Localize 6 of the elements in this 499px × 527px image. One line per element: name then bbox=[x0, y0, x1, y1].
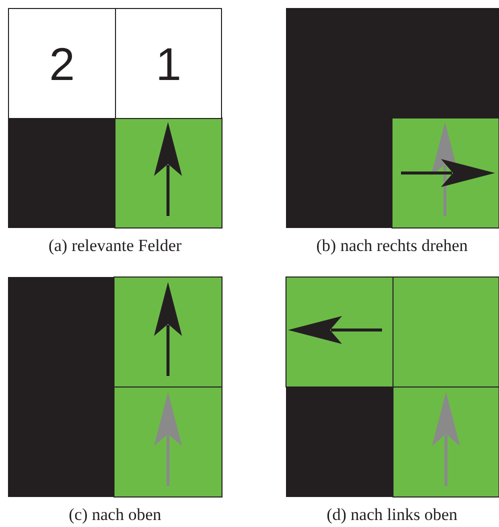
subfigure-caption: (c) nach oben bbox=[68, 505, 162, 525]
subfigure-caption: (b) nach rechts drehen bbox=[316, 236, 468, 256]
subfigure-caption: (d) nach links oben bbox=[326, 505, 458, 525]
numbered-square: 2 bbox=[8, 8, 116, 119]
numbered-square: 1 bbox=[115, 8, 222, 119]
subfigure-caption: (a) relevante Felder bbox=[48, 236, 182, 256]
